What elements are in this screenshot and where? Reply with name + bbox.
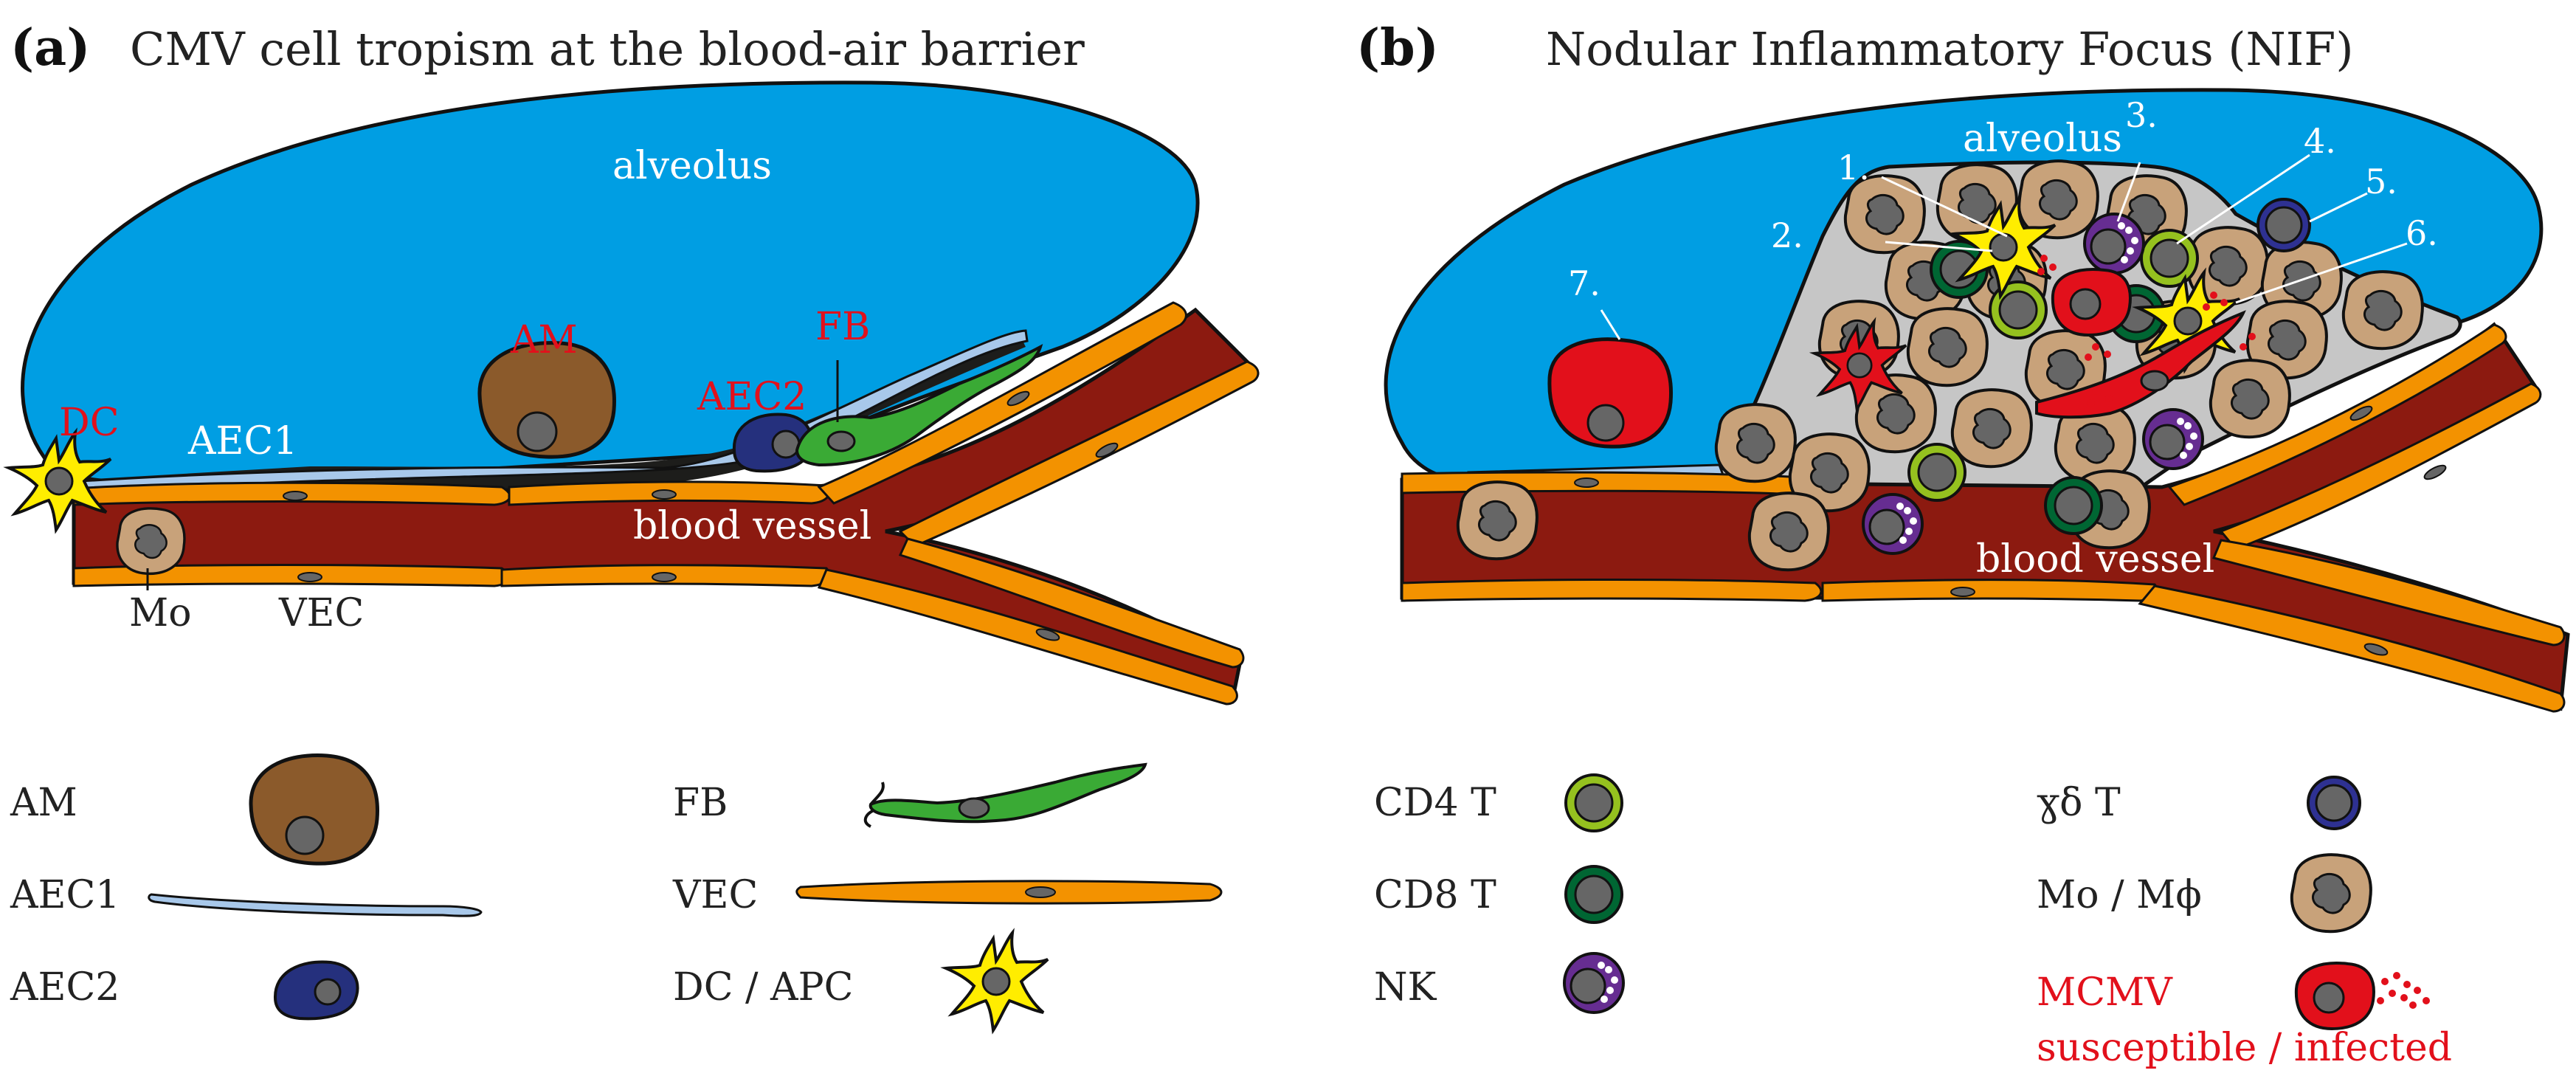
panel-b-endo-nuclei — [1574, 405, 2447, 656]
legend-cd4-icon — [1564, 773, 1623, 832]
legend-dc-icon — [945, 931, 1049, 1032]
panel-b-virus-particles — [2037, 255, 2256, 407]
legend-am-label: AM — [10, 781, 77, 825]
panel-b-endo-top-3 — [2167, 323, 2507, 506]
panel-b-number-2: 2. — [1771, 215, 1803, 255]
legend-nk-icon — [1563, 952, 1625, 1014]
panel-b-letter: (b) — [1356, 18, 1439, 77]
panel-b-alveolus-label: alveolus — [1963, 117, 2122, 161]
panel-b-endo-bottom-1 — [1401, 579, 1823, 602]
legend-aec1-label: AEC1 — [10, 873, 120, 917]
legend-cd8-icon — [1564, 865, 1623, 924]
panel-a-endo-bottom-3 — [817, 568, 1238, 706]
panel-b-number-5: 5. — [2365, 162, 2397, 201]
panel-b-infected-large-cell — [1547, 337, 1674, 449]
panel-a-title: CMV cell tropism at the blood-air barrie… — [130, 22, 1085, 76]
panel-b-number-6: 6. — [2406, 213, 2438, 253]
panel-b-pointer-lines — [1600, 154, 2408, 340]
legend-mcmv-sublabel: susceptible / infected — [2037, 1026, 2452, 1070]
panel-b-number-4: 4. — [2304, 121, 2336, 161]
panel-a-fb-label: FB — [815, 305, 870, 349]
legend-mcmv-label: MCMV — [2037, 970, 2173, 1015]
legend-mo-icon — [2290, 853, 2372, 934]
legend-dc-apc-label: DC / APC — [673, 965, 853, 1010]
panel-b-infected-fb — [2035, 310, 2246, 419]
legend-aec2-label: AEC2 — [10, 965, 120, 1010]
panel-b-cd4-cell-2 — [2140, 229, 2199, 288]
legend-fb-icon — [863, 762, 1147, 828]
legend-aec2-icon — [273, 960, 359, 1021]
panel-a-endo-inner-2 — [898, 537, 1245, 669]
panel-b-endo-inner-1 — [2219, 382, 2542, 551]
panel-a-endo-nuclei — [283, 390, 1119, 641]
legend-am-icon — [249, 753, 379, 866]
panel-a-aec2-label: AEC2 — [697, 375, 807, 419]
legend-fb-label: FB — [673, 781, 728, 825]
panel-a-alveolus-label: alveolus — [612, 144, 772, 188]
panel-a-dc-label: DC — [59, 401, 119, 445]
legend-virus-icon — [2377, 972, 2430, 1009]
panel-b-number-1: 1. — [1837, 148, 1870, 187]
legend-cd8-label: CD8 T — [1374, 873, 1496, 917]
legend-gd-label: ɣδ T — [2037, 781, 2121, 825]
panel-a-blood-vessel-label: blood vessel — [633, 504, 871, 548]
panel-b-cd8-cell-3 — [2044, 476, 2103, 535]
panel-a-vec-label: VEC — [278, 591, 364, 635]
panel-a-endo-top-3 — [817, 301, 1187, 505]
panel-b-endo-bottom-2 — [1821, 579, 2159, 602]
legend-vec-label: VEC — [672, 873, 758, 917]
panel-b-nk-cell-2 — [1862, 493, 1924, 555]
panel-a-fb-cell — [795, 343, 1043, 467]
panel-a-am-label: AM — [510, 318, 578, 362]
panel-b-blood-vessel-label: blood vessel — [1976, 537, 2214, 582]
panel-b-nk-cell-1 — [2083, 213, 2145, 275]
panel-a-aec1-label: AEC1 — [187, 419, 297, 463]
panel-a-am-cell — [477, 341, 616, 459]
panel-b-cd4-cell-3 — [1907, 443, 1966, 502]
panel-b-title: Nodular Inflammatory Focus (NIF) — [1546, 22, 2354, 76]
legend-aec1-icon — [148, 893, 483, 917]
panel-b-number-3: 3. — [2125, 95, 2158, 135]
legend-nk-label: NK — [1374, 965, 1437, 1010]
legend-cd4-label: CD4 T — [1374, 781, 1496, 825]
panel-a-letter: (a) — [10, 18, 90, 77]
panel-b-number-7: 7. — [1568, 263, 1600, 303]
panel-b-endo-inner-2 — [2211, 539, 2566, 646]
legend-gd-icon — [2307, 776, 2361, 830]
legend-mcmv-icon — [2294, 962, 2375, 1030]
panel-b-nk-cell-3 — [2142, 408, 2204, 470]
legend-vec-icon — [795, 880, 1223, 905]
panel-a-mo-label: Mo — [129, 591, 192, 635]
panel-b-gd-cell — [2256, 198, 2311, 252]
panel-a-endo-inner-1 — [898, 360, 1260, 548]
panel-b-infected-cell-1 — [2051, 268, 2132, 337]
panel-a-mo-cell — [116, 507, 186, 576]
panel-b-infected-dc — [1809, 317, 1907, 413]
panel-b-endo-bottom-3 — [2138, 584, 2566, 713]
legend-mo-label: Mo / Mϕ — [2037, 873, 2202, 917]
